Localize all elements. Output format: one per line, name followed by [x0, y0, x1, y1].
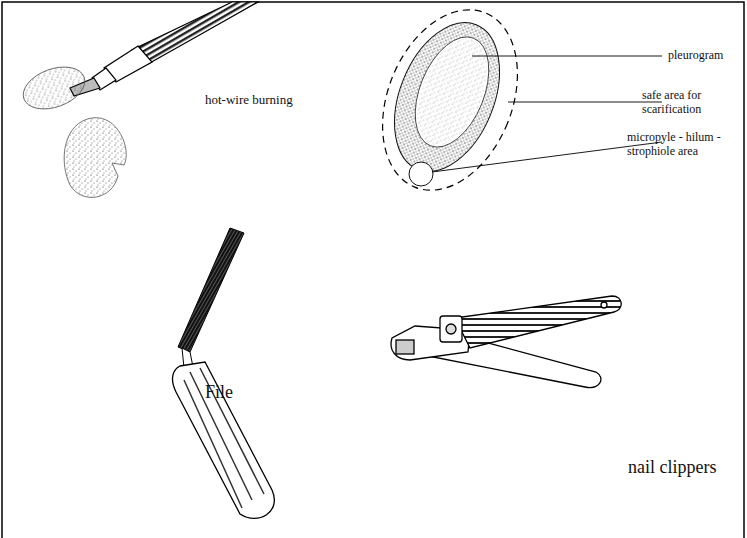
tool-label: File	[205, 382, 233, 404]
tool-label: nail clippers	[628, 457, 716, 479]
part-label: pleurogram	[668, 48, 723, 62]
tool-label: hot-wire burning	[205, 92, 293, 108]
part-label: micropyle - hilum - strophiole area	[627, 130, 742, 159]
part-label: safe area for scarification	[642, 88, 742, 117]
